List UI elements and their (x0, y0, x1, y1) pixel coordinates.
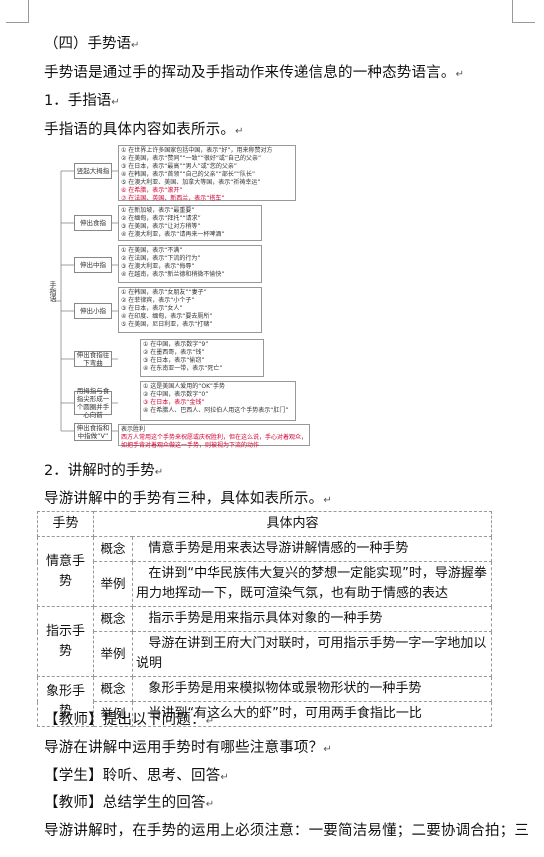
concept-cell: 情意手势是用来表达导游讲解情感的一种手势 (132, 536, 492, 562)
table-header-cell: 具体内容 (93, 511, 492, 537)
student-response: 【学生】聆听、思考、回答↵ (44, 768, 229, 784)
concept-cell: 指示手势是用来指示具体对象的一种手势 (132, 606, 492, 632)
page-corner-mark (512, 0, 535, 23)
paragraph: 导游讲解时，在手势的运用上必须注意：一要简洁易懂；二要协调合拍；三 (44, 823, 530, 839)
branch-items: 表示胜利 西方人常用这个手势来祝愿或庆祝胜利，但在这么说，手心对着观众，如把手背… (118, 424, 310, 449)
paragraph: 手势语是通过手的挥动及手指动作来传递信息的一种态势语言。↵ (44, 65, 465, 81)
table-header-cell: 手势 (37, 511, 94, 537)
branch-items: ① 在中国，表示数字“9” ② 在墨西哥，表示“钱” ③ 在日本，表示“偷窃” … (140, 339, 264, 377)
row-label: 概念 (93, 676, 133, 702)
teacher-prompt: 【教师】提出以下问题：↵ (44, 712, 215, 728)
diagram-connectors (54, 170, 118, 432)
heading-finger-language: 1．手指语↵ (44, 93, 120, 109)
teacher-summary: 【教师】总结学生的回答↵ (44, 795, 215, 811)
table-header-row: 手势 具体内容 (37, 511, 492, 537)
row-label: 举例 (93, 701, 133, 727)
finger-language-diagram: 手指语 竖起大拇指 ① 在世界上许多国家包括中国，表示“好”，用来称赞对方 ② … (44, 141, 314, 449)
branch-items: ① 这是美国人爱用的“OK”手势 ② 在中国，表示数字“0” ③ 在日本，表示“… (140, 381, 296, 421)
table-row: 举例 当讲到“有这么大的虾”时，可用两手食指比一比 (38, 701, 492, 727)
table-row: 指示手势 概念 指示手势是用来指示具体对象的一种手势 (37, 606, 492, 677)
row-label: 举例 (93, 631, 133, 677)
branch-label: 竖起大拇指 (74, 163, 112, 179)
paragraph: 手指语的具体内容如表所示。↵ (44, 122, 244, 138)
branch-label: 伸出小指 (74, 303, 112, 319)
section-title: （四）手势语↵ (44, 36, 140, 52)
question: 导游在讲解中运用手势时有哪些注意事项？↵ (44, 740, 332, 756)
branch-items: ① 在新加坡，表示“最重要” ② 在缅甸，表示“拜托”“请求” ③ 在美国，表示… (118, 205, 262, 241)
table-row: 举例 导游在讲到王府大门对联时，可用指示手势一字一字地加以说明 (38, 631, 492, 677)
example-cell: 在讲到“中华民族伟大复兴的梦想一定能实现”时，导游握拳用力地挥动一下，既可渲染气… (132, 561, 492, 607)
table-row: 举例 在讲到“中华民族伟大复兴的梦想一定能实现”时，导游握拳用力地挥动一下，既可… (38, 561, 492, 607)
table-row: 象形手势 概念 象形手势是用来模拟物体或景物形状的一种手势 (37, 676, 492, 727)
branch-items: ① 在美国，表示“不满” ② 在法国，表示“下流的行为” ③ 在澳大利亚，表示“… (118, 245, 262, 283)
paragraph: 导游讲解中的手势有三种，具体如表所示。↵ (44, 491, 332, 507)
row-label: 概念 (93, 536, 133, 562)
example-cell: 当讲到“有这么大的虾”时，可用两手食指比一比 (132, 701, 492, 727)
gesture-name: 情意手势 (37, 536, 94, 607)
heading-explaining-gestures: 2．讲解时的手势↵ (44, 463, 164, 479)
branch-label: 用拇指与食指尖形成一个圆圈并手心向前 (74, 387, 112, 419)
branch-label: 伸出食指和中指做“V” (74, 423, 112, 441)
diagram-root: 手指语 (49, 281, 57, 302)
row-label: 概念 (93, 606, 133, 632)
row-label: 举例 (93, 561, 133, 607)
branch-items: ① 在世界上许多国家包括中国，表示“好”，用来称赞对方 ② 在美国，表示“赞同”… (118, 145, 296, 202)
gesture-table: 手势 具体内容 情意手势 概念 情意手势是用来表达导游讲解情感的一种手势 举例 … (37, 511, 492, 727)
branch-label: 伸出中指 (74, 257, 112, 273)
branch-label: 伸出食指往下弯曲 (74, 351, 112, 367)
concept-cell: 象形手势是用来模拟物体或景物形状的一种手势 (132, 676, 492, 702)
branch-label: 伸出食指 (74, 215, 112, 231)
example-cell: 导游在讲到王府大门对联时，可用指示手势一字一字地加以说明 (132, 631, 492, 677)
gesture-name: 指示手势 (37, 606, 94, 677)
page-corner-mark (6, 0, 29, 23)
table-row: 情意手势 概念 情意手势是用来表达导游讲解情感的一种手势 (37, 536, 492, 607)
branch-items: ① 在韩国，表示“女朋友”“妻子” ② 在菲律宾，表示“小个子” ③ 在日本，表… (118, 287, 262, 333)
